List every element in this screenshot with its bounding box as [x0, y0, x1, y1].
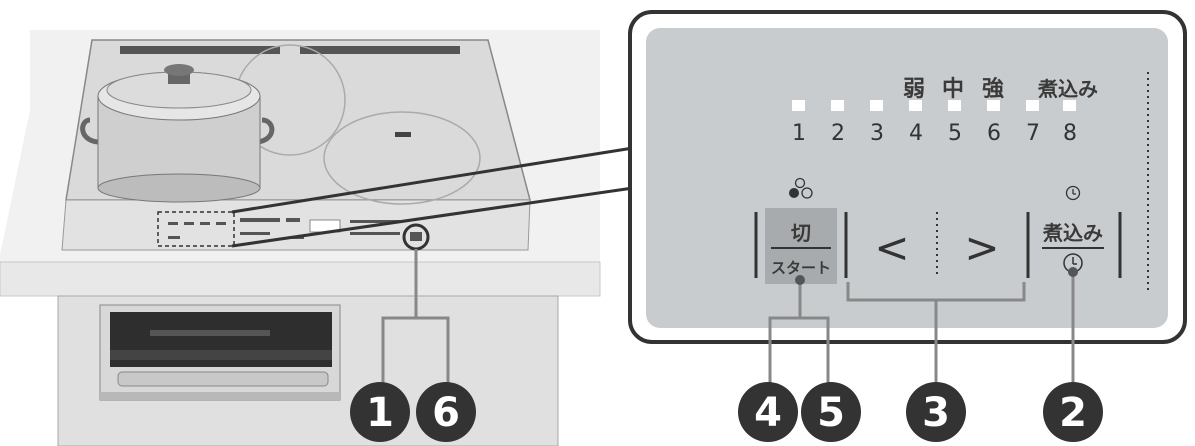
leader-2-dot [1068, 267, 1078, 277]
cooktop-front-strip [61, 199, 531, 251]
svg-text:6: 6 [432, 390, 460, 436]
oven-window-shine [150, 330, 270, 336]
pot [80, 64, 275, 203]
callout-badge-1: 1 [350, 382, 410, 442]
level-lamp [909, 100, 922, 111]
level-lamp [1026, 100, 1039, 111]
level-number: 3 [870, 121, 884, 146]
callout-badge-3: 3 [906, 382, 966, 442]
timer-icon [1065, 185, 1081, 201]
simmer-button[interactable]: 煮込み [1042, 221, 1104, 273]
burner-indicator [395, 132, 411, 137]
counter-front-edge [0, 261, 601, 297]
svg-text:2: 2 [1059, 390, 1087, 436]
label-weak: 弱 [903, 77, 925, 102]
start-label: スタート [771, 259, 831, 277]
control-strip-marks [168, 218, 400, 239]
label-medium: 中 [942, 77, 964, 102]
vent-right [300, 46, 460, 54]
label-simmer: 煮込み [1037, 77, 1098, 101]
level-lamp [831, 100, 844, 111]
svg-text:3: 3 [922, 390, 950, 436]
onoff-start-button[interactable]: 切 スタート [765, 208, 837, 284]
decrease-button[interactable]: < [874, 223, 909, 272]
level-number: 5 [948, 121, 962, 146]
onoff-label: 切 [791, 221, 811, 245]
label-strong: 強 [982, 76, 1004, 102]
level-number: 4 [909, 121, 923, 146]
callout-badge-4: 4 [738, 382, 798, 442]
simmer-button-label: 煮込み [1042, 221, 1103, 245]
callout-badge-5: 5 [801, 382, 861, 442]
level-number: 6 [987, 121, 1001, 146]
vent-left [120, 46, 280, 54]
oven-bottom [100, 392, 340, 400]
svg-text:4: 4 [754, 390, 782, 436]
level-number: 8 [1063, 121, 1077, 146]
increase-button[interactable]: > [964, 223, 999, 272]
level-lamps [792, 100, 1076, 111]
callout-badge-2: 2 [1043, 382, 1103, 442]
level-lamp [1063, 100, 1076, 111]
oven-label-strip [110, 350, 332, 360]
highlight-dashed-box [157, 211, 235, 247]
zoom-line-top [231, 146, 634, 214]
burner-front-right [323, 111, 481, 205]
leader-4-5-dot [795, 275, 805, 285]
small-control-button [410, 232, 422, 241]
level-number: 1 [792, 121, 806, 146]
level-lamp [987, 100, 1000, 111]
oven-handle [117, 371, 329, 387]
level-number: 2 [831, 121, 845, 146]
indicator-dots-icon [789, 177, 813, 199]
level-numbers: 1 2 3 4 5 6 7 8 [792, 121, 1077, 146]
level-lamp [792, 100, 805, 111]
level-number: 7 [1026, 121, 1040, 146]
svg-text:5: 5 [817, 390, 845, 436]
level-lamp [870, 100, 883, 111]
svg-text:1: 1 [366, 390, 394, 436]
zoom-line-bottom [231, 186, 634, 248]
control-panel [646, 28, 1168, 328]
cooktop-illustration [0, 30, 601, 446]
callout-badge-6: 6 [416, 382, 476, 442]
level-lamp [948, 100, 961, 111]
